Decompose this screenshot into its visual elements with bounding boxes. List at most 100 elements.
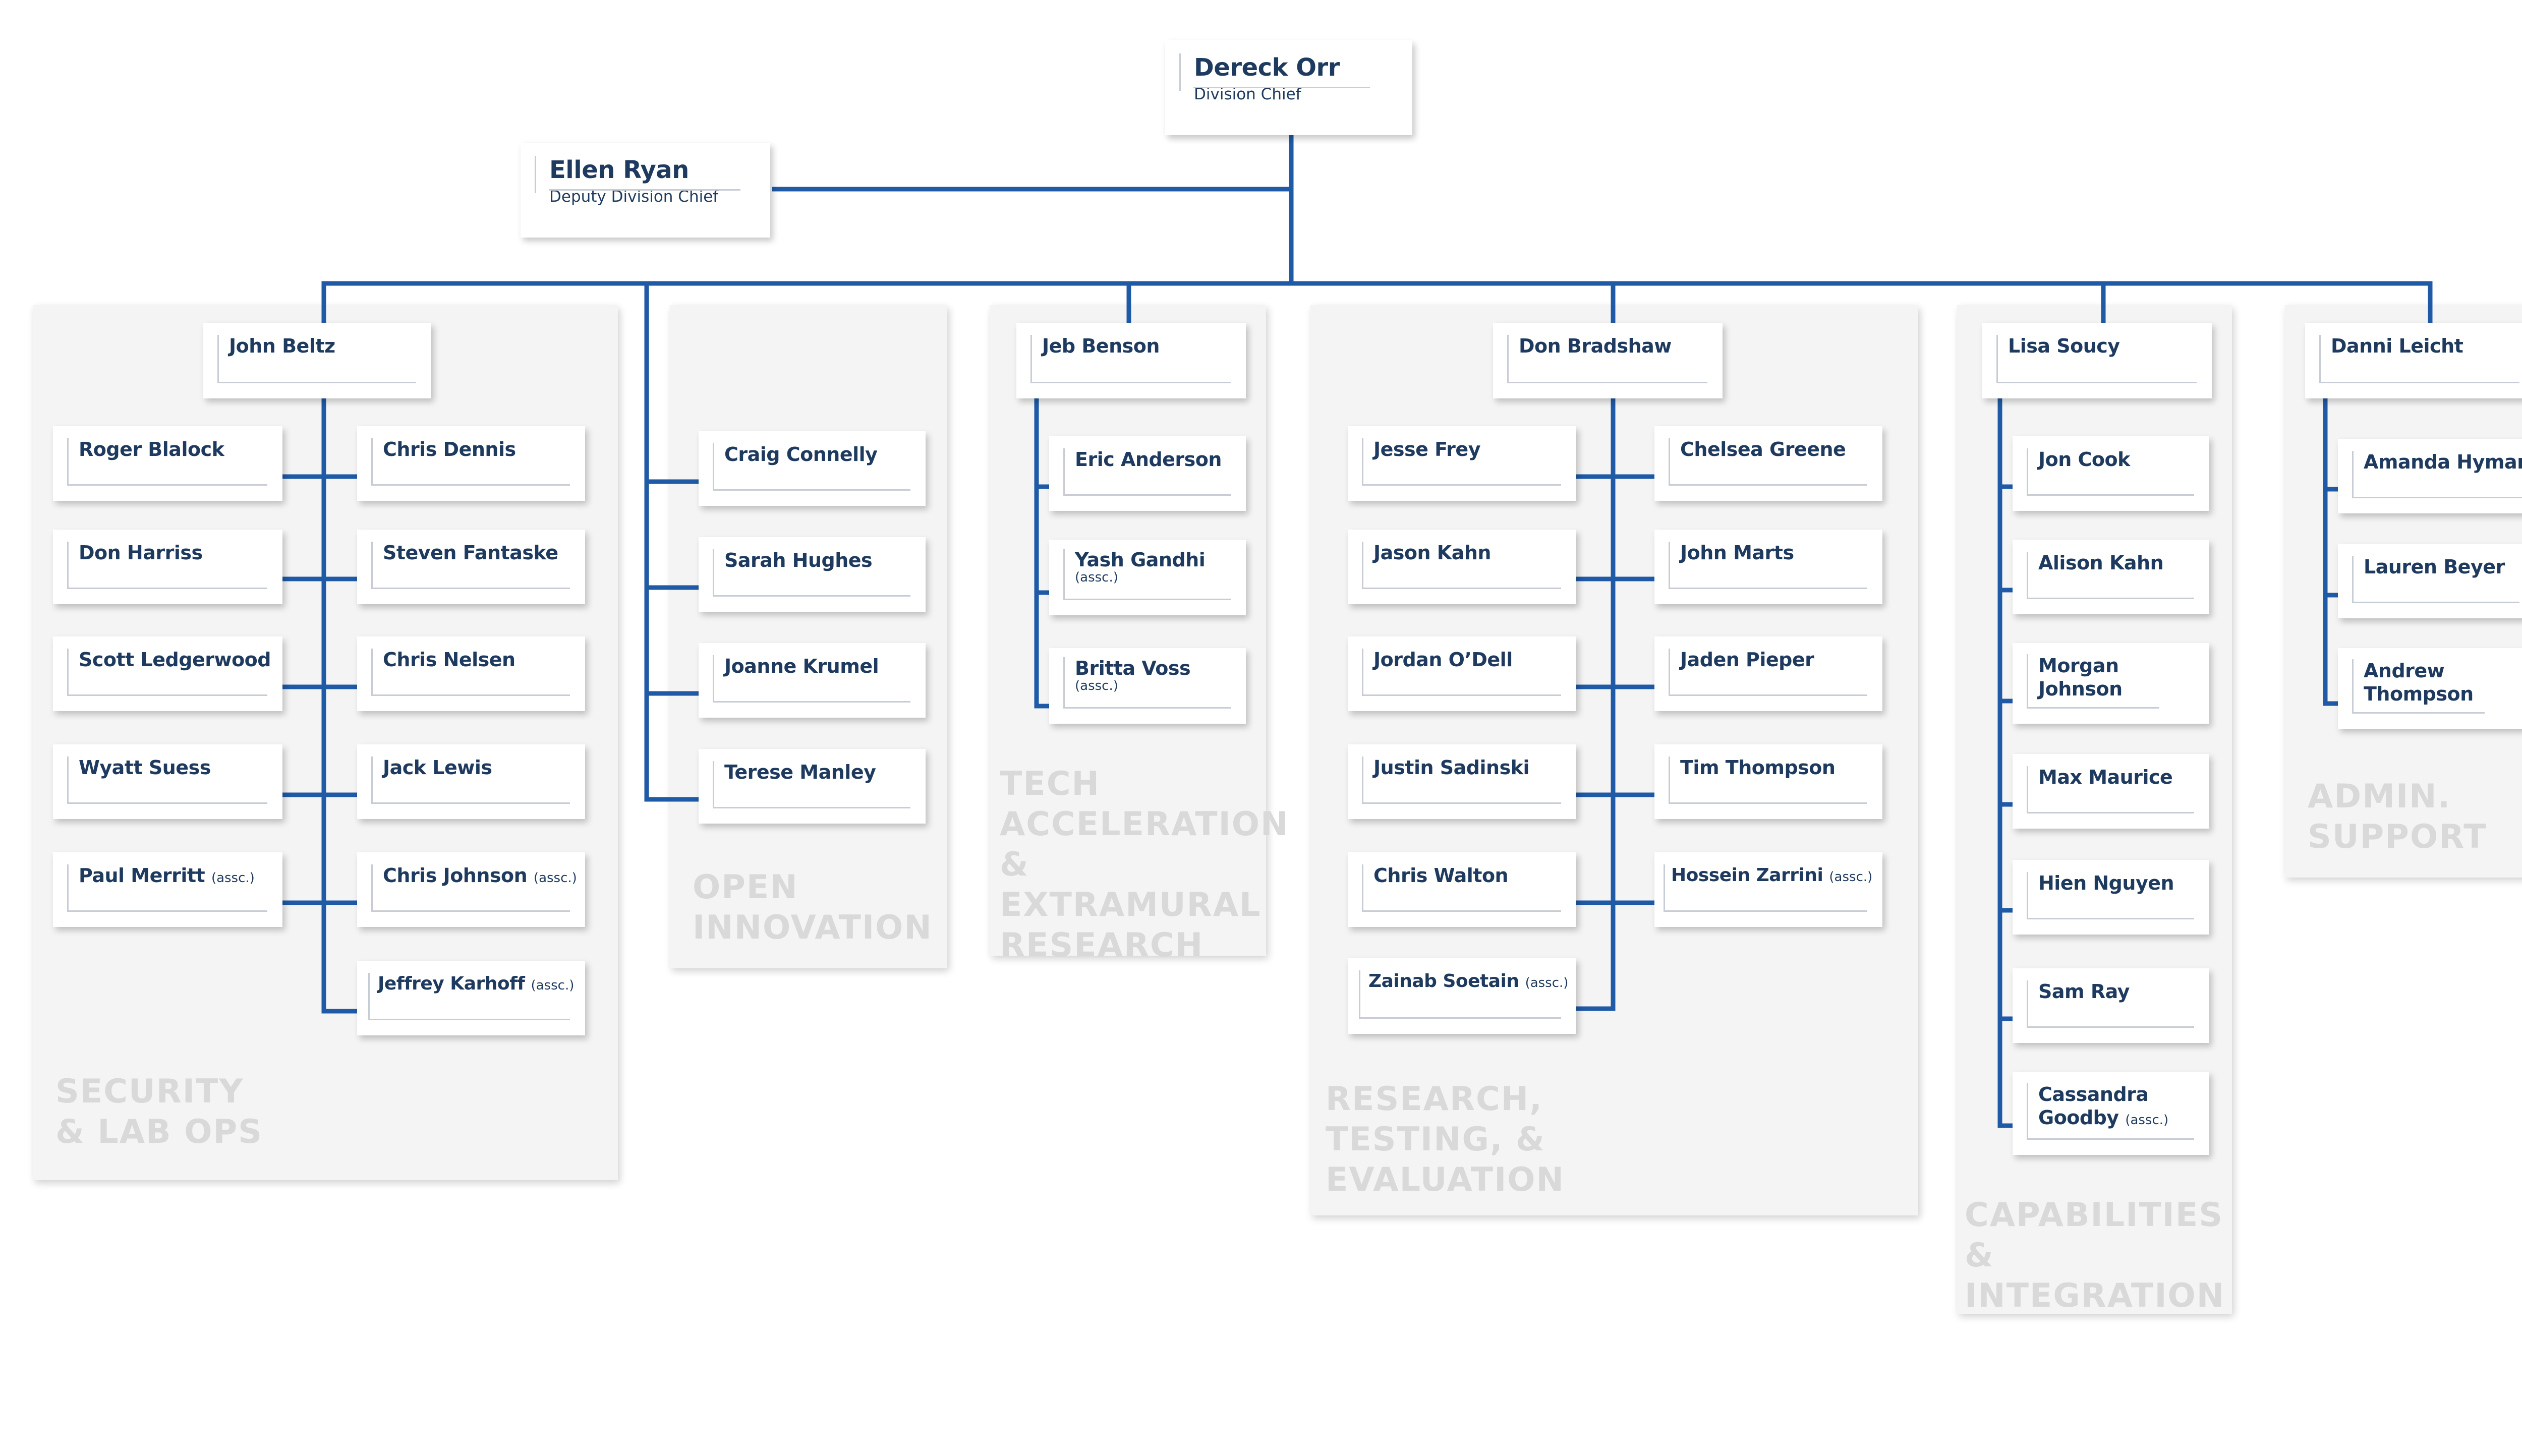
card-inner: Amanda Hyman [2352, 451, 2522, 498]
card-person[interactable]: Roger Blalock [53, 426, 282, 501]
person-name: John Beltz [229, 335, 335, 357]
card-inner: Terese Manley [713, 761, 910, 808]
connector-security-rows [280, 474, 366, 1014]
card-inner: Chris Nelsen [371, 649, 570, 696]
card-inner: Tim Thompson [1669, 756, 1867, 804]
card-person[interactable]: Steven Fantaske [357, 530, 585, 604]
card-person[interactable]: Justin Sadinski [1348, 744, 1576, 819]
card-person[interactable]: Don Harriss [53, 530, 282, 604]
card-division-chief[interactable]: Dereck Orr Division Chief [1165, 40, 1412, 135]
card-lead-danni-leicht[interactable]: Danni Leicht [2305, 323, 2522, 398]
card-person[interactable]: Jack Lewis [357, 744, 585, 819]
person-name: John Marts [1680, 542, 1794, 564]
card-person[interactable]: Jaden Pieper [1654, 636, 1882, 711]
person-name: Craig Connelly [724, 443, 878, 465]
card-lead-don-bradshaw[interactable]: Don Bradshaw [1493, 323, 1723, 398]
card-inner: Sarah Hughes [713, 549, 910, 597]
person-name-text: Cassandra Goodby [2038, 1083, 2149, 1129]
card-person[interactable]: Hien Nguyen [2013, 860, 2209, 935]
card-inner: Jesse Frey [1362, 438, 1561, 486]
card-inner: Jordan O’Dell [1362, 649, 1561, 696]
person-name: Hossein Zarrini (assc.) [1671, 864, 1872, 888]
assc-label: (assc.) [1829, 869, 1873, 885]
person-name: Joanne Krumel [724, 655, 879, 677]
person-name: Max Maurice [2038, 766, 2173, 788]
card-person[interactable]: John Marts [1654, 530, 1882, 604]
card-inner: Chris Dennis [371, 438, 570, 486]
deputy-name: Ellen Ryan [549, 156, 689, 184]
person-name-text: Zainab Soetain [1368, 971, 1519, 992]
card-deputy-chief[interactable]: Ellen Ryan Deputy Division Chief [521, 143, 770, 238]
person-name: Lauren Beyer [2364, 556, 2505, 578]
panel-label-tech: TECH ACCELERATION & EXTRAMURAL RESEARCH [1000, 765, 1289, 964]
card-person[interactable]: Chris Walton [1348, 852, 1576, 927]
card-person[interactable]: Jeffrey Karhoff (assc.) [357, 961, 585, 1035]
card-inner: Andrew Thompson [2352, 659, 2485, 714]
card-person[interactable]: Scott Ledgerwood [53, 636, 282, 711]
person-name: Jason Kahn [1373, 542, 1491, 564]
person-name-text: Hossein Zarrini [1671, 865, 1823, 886]
card-inner: John Beltz [217, 335, 416, 383]
card-person[interactable]: Craig Connelly [699, 431, 926, 506]
connector-cap-rows [1997, 484, 2020, 1128]
card-inner: Sam Ray [2027, 980, 2194, 1028]
card-person[interactable]: Alison Kahn [2013, 540, 2209, 614]
card-person[interactable]: Joanne Krumel [699, 643, 926, 718]
card-person[interactable]: Hossein Zarrini (assc.) [1654, 852, 1882, 927]
person-name-text: Jeffrey Karhoff [378, 973, 525, 994]
card-person[interactable]: Andrew Thompson [2338, 648, 2522, 729]
card-inner: Zainab Soetain (assc.) [1359, 970, 1568, 1019]
card-person[interactable]: Chris Dennis [357, 426, 585, 501]
card-person[interactable]: Lauren Beyer [2338, 544, 2522, 618]
person-name: Paul Merritt (assc.) [79, 864, 267, 889]
card-inner: Joanne Krumel [713, 655, 910, 703]
card-person[interactable]: Morgan Johnson [2013, 643, 2209, 724]
person-name: Amanda Hyman [2364, 451, 2522, 473]
connector-left-bus [321, 281, 649, 802]
card-person[interactable]: Terese Manley [699, 749, 926, 824]
person-name: Jesse Frey [1373, 438, 1480, 460]
card-person[interactable]: Cassandra Goodby (assc.) [2013, 1072, 2209, 1155]
person-name: Chelsea Greene [1680, 438, 1846, 460]
person-name: Don Bradshaw [1519, 335, 1672, 357]
card-person[interactable]: Sarah Hughes [699, 537, 926, 612]
card-person[interactable]: Tim Thompson [1654, 744, 1882, 819]
card-inner: Danni Leicht [2319, 335, 2519, 383]
assc-label: (assc.) [2125, 1113, 2169, 1128]
card-inner: Jack Lewis [371, 756, 570, 804]
card-inner: Wyatt Suess [67, 756, 267, 804]
card-inner: Alison Kahn [2027, 552, 2194, 599]
card-person[interactable]: Eric Anderson [1049, 436, 1246, 511]
person-name: Britta Voss [1075, 657, 1191, 679]
card-lead-lisa-soucy[interactable]: Lisa Soucy [1982, 323, 2212, 398]
card-person[interactable]: Chris Johnson (assc.) [357, 852, 585, 927]
person-name: Andrew Thompson [2364, 660, 2474, 705]
card-person[interactable]: Jesse Frey [1348, 426, 1576, 501]
card-person[interactable]: Jordan O’Dell [1348, 636, 1576, 711]
card-person[interactable]: Britta Voss(assc.) [1049, 648, 1246, 724]
card-inner: Cassandra Goodby (assc.) [2027, 1083, 2194, 1140]
person-name: Chris Johnson (assc.) [383, 864, 577, 889]
card-lead-john-beltz[interactable]: John Beltz [203, 323, 431, 398]
person-name-text: Chris Johnson [383, 864, 528, 887]
card-lead-jeb-benson[interactable]: Jeb Benson [1016, 323, 1246, 398]
card-inner: Roger Blalock [67, 438, 267, 486]
person-name: Chris Nelsen [383, 649, 515, 671]
card-person[interactable]: Jon Cook [2013, 436, 2209, 511]
connector-open-rows [644, 479, 704, 802]
assc-label: (assc.) [531, 978, 575, 993]
card-person[interactable]: Max Maurice [2013, 754, 2209, 829]
person-name: Jordan O’Dell [1373, 649, 1513, 671]
assc-label: (assc.) [211, 870, 255, 886]
card-person[interactable]: Yash Gandhi(assc.) [1049, 540, 1246, 615]
assc-label: (assc.) [1075, 570, 1118, 585]
card-person[interactable]: Sam Ray [2013, 968, 2209, 1043]
card-person[interactable]: Chelsea Greene [1654, 426, 1882, 501]
panel-label-open: OPEN INNOVATION [693, 868, 933, 947]
card-person[interactable]: Wyatt Suess [53, 744, 282, 819]
card-person[interactable]: Amanda Hyman [2338, 439, 2522, 513]
card-person[interactable]: Zainab Soetain (assc.) [1348, 958, 1576, 1034]
card-person[interactable]: Paul Merritt (assc.) [53, 852, 282, 927]
card-person[interactable]: Chris Nelsen [357, 636, 585, 711]
card-person[interactable]: Jason Kahn [1348, 530, 1576, 604]
